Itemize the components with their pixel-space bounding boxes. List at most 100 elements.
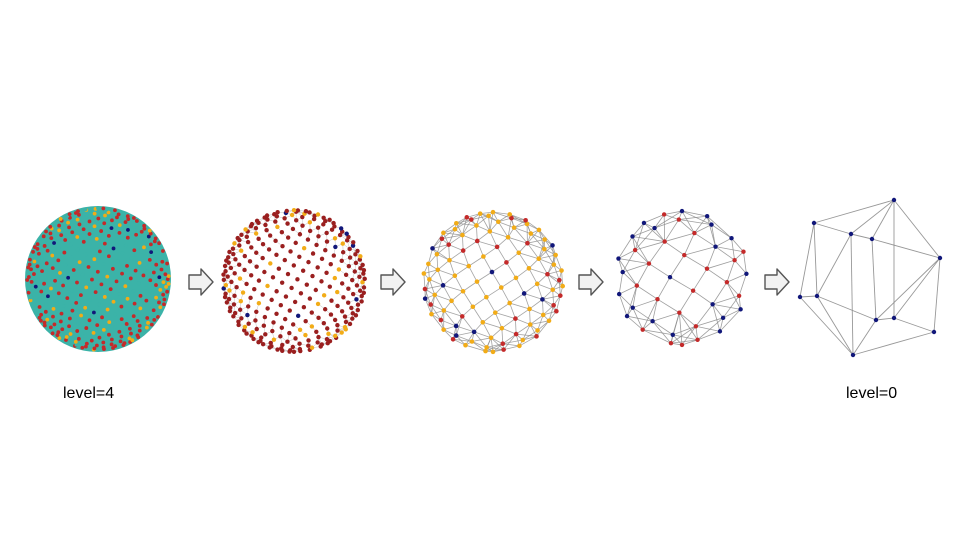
mesh-node bbox=[128, 276, 133, 281]
mesh-node bbox=[25, 278, 30, 282]
mesh-node bbox=[710, 302, 715, 307]
mesh-node bbox=[225, 274, 230, 279]
mesh-node bbox=[113, 344, 118, 349]
mesh-node bbox=[427, 277, 432, 282]
mesh-node bbox=[333, 333, 338, 339]
mesh-node bbox=[335, 303, 340, 309]
mesh-node bbox=[360, 279, 365, 285]
mesh-node bbox=[441, 327, 446, 332]
mesh-node bbox=[163, 272, 168, 277]
mesh-node bbox=[123, 220, 128, 225]
mesh-node bbox=[316, 315, 321, 321]
mesh-node bbox=[52, 322, 57, 327]
mesh-node bbox=[62, 250, 67, 255]
mesh-node bbox=[75, 329, 80, 333]
mesh-node bbox=[131, 225, 136, 229]
mesh-node bbox=[283, 294, 289, 299]
mesh-node bbox=[66, 220, 70, 225]
mesh-node bbox=[290, 344, 296, 350]
mesh-node bbox=[81, 239, 86, 244]
mesh-node bbox=[37, 305, 42, 309]
mesh-node bbox=[95, 323, 100, 328]
mesh-node bbox=[106, 210, 111, 215]
mesh-node bbox=[41, 239, 46, 244]
mesh-node bbox=[300, 268, 306, 273]
mesh-node bbox=[474, 223, 479, 228]
mesh-node bbox=[264, 213, 270, 218]
mesh-node bbox=[253, 225, 259, 231]
mesh-node bbox=[222, 263, 228, 269]
mesh-node bbox=[228, 265, 234, 271]
mesh-node bbox=[316, 234, 321, 239]
mesh-node bbox=[59, 311, 64, 316]
mesh-node bbox=[273, 238, 278, 244]
mesh-node bbox=[355, 248, 360, 254]
mesh-node bbox=[323, 248, 328, 253]
mesh-node bbox=[127, 326, 132, 331]
mesh-node bbox=[71, 268, 76, 272]
mesh-node bbox=[670, 332, 675, 337]
mesh-node bbox=[165, 261, 170, 266]
mesh-node bbox=[89, 338, 94, 343]
mesh-node bbox=[322, 307, 328, 312]
mesh-node bbox=[101, 340, 106, 345]
mesh-node bbox=[297, 254, 302, 260]
mesh-node bbox=[662, 239, 667, 244]
mesh-node bbox=[275, 210, 280, 215]
mesh-node bbox=[135, 319, 140, 323]
mesh-node bbox=[231, 314, 236, 319]
mesh-node bbox=[362, 276, 367, 282]
mesh-node bbox=[438, 317, 444, 323]
mesh-node bbox=[285, 339, 290, 344]
mesh-node bbox=[869, 236, 875, 242]
mesh-node bbox=[37, 315, 42, 320]
mesh-node bbox=[661, 212, 667, 217]
mesh-node bbox=[263, 332, 268, 337]
mesh-node bbox=[324, 230, 329, 236]
mesh-node bbox=[137, 328, 142, 333]
mesh-node bbox=[342, 325, 348, 330]
mesh-node bbox=[293, 240, 298, 246]
mesh-node bbox=[350, 277, 355, 283]
mesh-node bbox=[123, 243, 128, 248]
mesh-node bbox=[32, 259, 37, 264]
mesh-node bbox=[542, 237, 547, 242]
mesh-node bbox=[68, 242, 73, 247]
mesh-node bbox=[744, 271, 749, 276]
mesh-node bbox=[254, 250, 259, 255]
mesh-node bbox=[337, 232, 343, 238]
mesh-node bbox=[237, 243, 242, 248]
mesh-node bbox=[43, 309, 48, 314]
mesh-node bbox=[677, 310, 682, 315]
mesh-node bbox=[242, 253, 248, 259]
mesh-node bbox=[40, 269, 44, 274]
mesh-node bbox=[161, 280, 166, 284]
mesh-node bbox=[87, 219, 92, 224]
mesh-node bbox=[157, 310, 162, 314]
mesh-node bbox=[335, 323, 340, 328]
mesh-node bbox=[75, 217, 80, 222]
mesh-node bbox=[28, 257, 32, 262]
mesh-node bbox=[120, 271, 124, 276]
mesh-node bbox=[244, 234, 250, 239]
mesh-node bbox=[99, 229, 104, 233]
mesh-node bbox=[441, 230, 446, 236]
mesh-node bbox=[102, 221, 107, 226]
mesh-node bbox=[59, 233, 64, 238]
mesh-node bbox=[94, 343, 99, 348]
mesh-node bbox=[138, 306, 143, 311]
mesh-node bbox=[102, 295, 107, 299]
mesh-node bbox=[61, 303, 66, 308]
mesh-node bbox=[500, 341, 506, 347]
mesh-node bbox=[80, 345, 85, 350]
mesh-node bbox=[321, 222, 326, 227]
mesh-node bbox=[319, 256, 325, 262]
mesh-node bbox=[32, 300, 37, 305]
mesh-node bbox=[48, 325, 53, 330]
mesh-node bbox=[269, 297, 274, 303]
mesh-node bbox=[117, 329, 122, 334]
right-arrow-icon bbox=[578, 268, 604, 296]
mesh-node bbox=[274, 289, 279, 294]
mesh-node bbox=[346, 286, 351, 291]
mesh-node bbox=[114, 279, 119, 284]
